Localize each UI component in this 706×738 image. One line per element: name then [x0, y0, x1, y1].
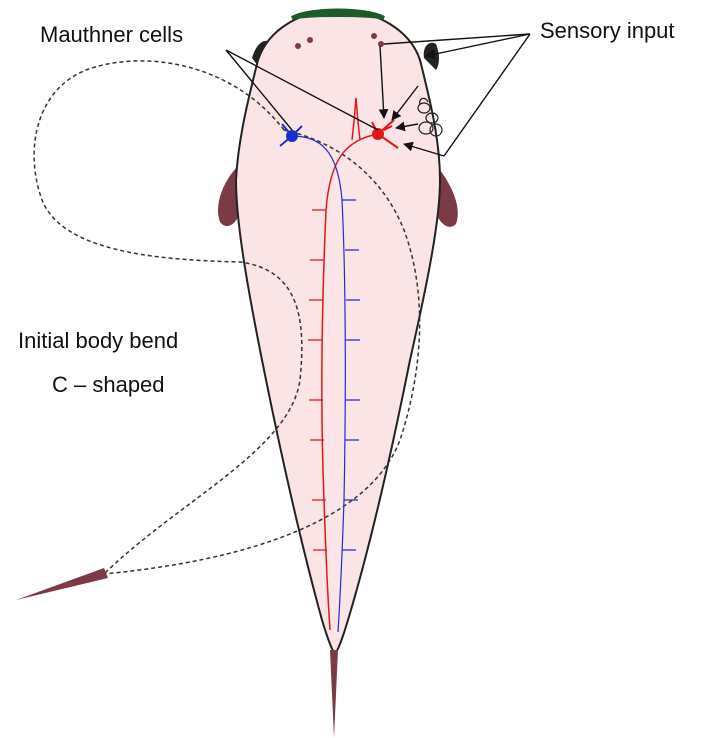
bent-tail — [16, 568, 108, 600]
initial-body-bend-label: Initial body bend — [18, 328, 178, 354]
head-cap — [292, 11, 384, 19]
head-dot — [295, 43, 301, 49]
fish-body — [236, 10, 440, 654]
c-shaped-label: C – shaped — [52, 372, 165, 398]
head-dot — [371, 33, 377, 39]
head-dot — [378, 41, 384, 47]
mauthner-cells-label: Mauthner cells — [40, 22, 183, 48]
tail-spike — [330, 650, 338, 738]
head-dot — [307, 37, 313, 43]
sensory-input-label: Sensory input — [540, 18, 675, 44]
sensory-pointer-line — [444, 34, 530, 156]
right-eye — [424, 43, 439, 70]
